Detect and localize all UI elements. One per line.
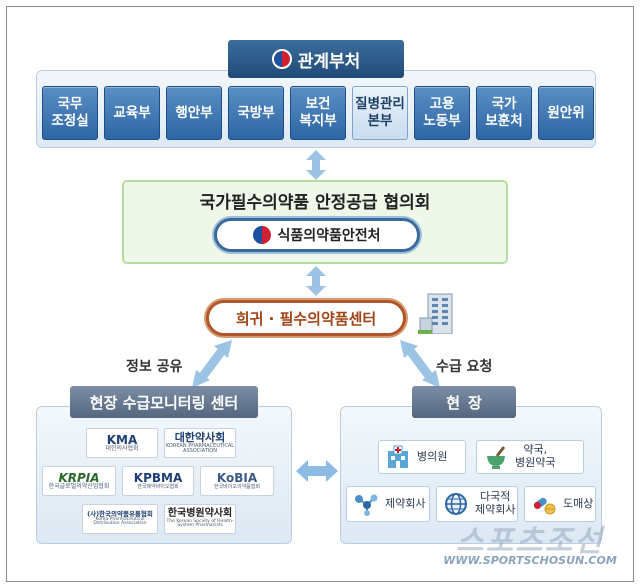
center-label: 희귀 · 필수의약품센터	[235, 309, 377, 328]
diagonal-double-arrow-icon	[192, 340, 232, 388]
logo-kma: KMA 대한의사협회	[86, 428, 158, 458]
globe-icon	[445, 493, 467, 515]
ministry-button: 국가 보훈처	[476, 86, 532, 140]
pharmacy-mortar-icon	[487, 446, 506, 469]
ministries-title-ribbon: 관계부처	[228, 40, 404, 78]
info-share-label: 정보 공유	[126, 359, 183, 375]
taegeuk-emblem-icon	[253, 226, 272, 244]
council-box: 국가필수의약품 안정공급 협의회 식품의약품안전처	[122, 180, 508, 264]
rare-essential-drug-center: 희귀 · 필수의약품센터	[206, 300, 406, 336]
logo-kpda: (사)한국의약품유통협회 Korea Pharmaceutical Distri…	[82, 504, 158, 534]
molecule-icon	[355, 494, 378, 516]
hospital-icon	[388, 445, 408, 468]
double-arrow-icon	[306, 150, 326, 180]
ministry-button: 국방부	[228, 86, 284, 140]
logo-kpa: 대한약사회 KOREAN PHARMACEUTICAL ASSOCIATION	[164, 428, 236, 458]
logo-kobia: KoBIA 한국바이오의약품협회	[200, 466, 274, 496]
watermark-url: WWW.SPORTSCHOSUN.COM	[443, 554, 617, 567]
building-icon	[418, 293, 453, 334]
ministries-title: 관계부처	[297, 51, 361, 72]
ministry-button: 고용 노동부	[414, 86, 470, 140]
supply-request-label: 수급 요청	[436, 359, 493, 375]
ministry-button: 원안위	[538, 86, 594, 140]
mfds-pill: 식품의약품안전처	[214, 218, 420, 252]
mfds-label: 식품의약품안전처	[277, 228, 381, 244]
field-item-pharmacy: 약국, 병원약국	[476, 440, 584, 474]
ministry-button: 보건 복지부	[290, 86, 346, 140]
field-item-hospital: 병의원	[378, 440, 466, 474]
ministry-button: 교육부	[104, 86, 160, 140]
logo-kpbma: KPBMA 한국제약바이오협회	[122, 466, 194, 496]
diagonal-double-arrow-icon	[400, 340, 440, 388]
field-title: 현장	[412, 386, 516, 418]
watermark-logo: 스포츠조선	[456, 524, 604, 559]
horizontal-double-arrow-icon	[296, 460, 338, 482]
double-arrow-icon	[306, 266, 326, 296]
sportschosun-watermark: 스포츠조선 WWW.SPORTSCHOSUN.COM	[430, 516, 630, 567]
pills-icon	[533, 497, 556, 515]
field-item-pharma-company: 제약회사	[346, 486, 430, 522]
monitoring-title: 현장 수급모니터링 센터	[70, 386, 258, 418]
ministry-button: 질병관리 본부	[352, 86, 408, 140]
logo-krpia: KRPIA 한국글로벌의약산업협회	[42, 466, 116, 496]
taegeuk-emblem-icon	[271, 49, 292, 69]
field-item-wholesaler: 도매상	[524, 486, 596, 522]
field-item-multinational: 다국적 제약회사	[436, 486, 518, 522]
council-title: 국가필수의약품 안정공급 협의회	[199, 193, 431, 213]
logo-kshp: 한국병원약사회 The Korean Society of Health-Sys…	[164, 504, 236, 534]
ministry-button: 행안부	[166, 86, 222, 140]
ministry-button: 국무 조정실	[42, 86, 98, 140]
